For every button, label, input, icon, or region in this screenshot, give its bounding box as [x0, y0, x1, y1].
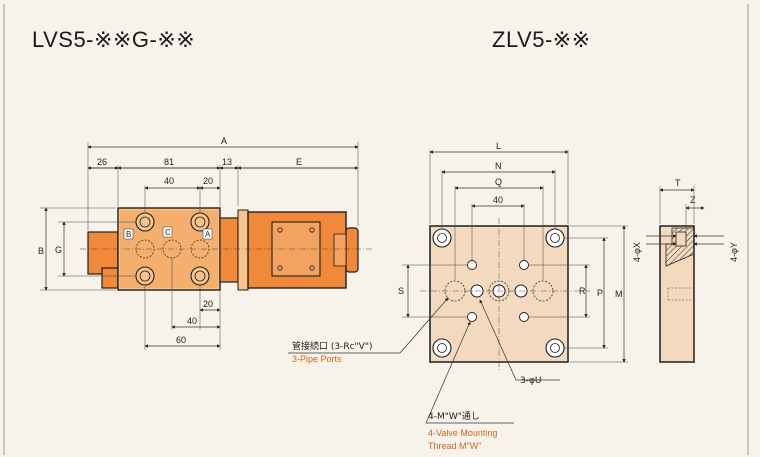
note-mount-jp: 4-M"W"通し [428, 411, 480, 422]
dim-20-top: 20 [203, 176, 213, 186]
dim-b: B [38, 246, 44, 256]
dim-13: 13 [222, 157, 232, 167]
left-model-title: LVS5-※※G-※※ [32, 27, 195, 52]
dim-p: P [597, 288, 603, 298]
mount-hole-tl [135, 212, 155, 232]
right-dimensions: L N Q 40 S R P M [398, 141, 628, 363]
dim-l: L [496, 141, 501, 151]
corner-hole-br [545, 338, 565, 358]
mount-thread-tl [467, 260, 477, 270]
mount-thread-bl [467, 312, 477, 322]
valve-stub-lower [101, 267, 119, 289]
mount-hole-bl [135, 266, 155, 286]
port-b-label: B [126, 230, 131, 239]
dim-q: Q [495, 177, 502, 187]
note-phi-u: 3-φU [520, 376, 542, 386]
mount-hole-br [190, 266, 210, 286]
dim-81: 81 [164, 157, 174, 167]
note-mount-en-line2: Thread M"W" [428, 441, 481, 451]
zlv5-subplate-drawing [420, 218, 590, 372]
left-dimensions: A 26 81 13 E 40 20 B G 20 40 60 [38, 136, 359, 350]
note-pipe-ports-jp: 管接続口 (3-Rc"V") [292, 340, 373, 352]
valve-flange [237, 209, 249, 291]
port-c-label: C [165, 228, 171, 237]
dim-z: Z [690, 195, 696, 205]
dim-g: G [55, 245, 62, 255]
corner-hole-tr [545, 228, 565, 248]
dim-phi-y: 4-φY [729, 242, 739, 262]
dim-r: R [579, 286, 586, 296]
solenoid-connector [345, 227, 359, 273]
note-pipe-ports-en: 3-Pipe Ports [292, 354, 342, 364]
mount-thread-br [519, 312, 529, 322]
dim-n: N [495, 161, 502, 171]
right-model-title: ZLV5-※※ [492, 27, 591, 52]
dim-26: 26 [97, 157, 107, 167]
dim-m: M [615, 289, 623, 299]
note-mount-en-line1: 4-Valve Mounting [428, 428, 497, 438]
corner-hole-bl [432, 338, 452, 358]
dim-20-bottom: 20 [203, 299, 213, 309]
dim-t: T [675, 178, 681, 188]
callouts: 管接続口 (3-Rc"V") 3-Pipe Ports 3-φU 4-M"W"通… [288, 297, 560, 451]
valve-neck [219, 217, 239, 283]
dim-e: E [296, 157, 302, 167]
port-a-label: A [205, 230, 211, 239]
lvs5-valve-drawing: B C A [80, 207, 372, 291]
mount-hole-tr [190, 212, 210, 232]
side-section-view: T Z 4-φX 4-φY [632, 178, 739, 363]
dim-40-top: 40 [164, 176, 174, 186]
dim-40-bottom: 40 [187, 316, 197, 326]
mount-thread-tr [519, 260, 529, 270]
dim-a: A [221, 136, 227, 146]
dim-60-bottom: 60 [176, 335, 186, 345]
corner-hole-tl [432, 228, 452, 248]
dim-s: S [398, 286, 404, 296]
dim-40-right: 40 [493, 195, 503, 205]
dim-phi-x: 4-φX [632, 242, 642, 262]
